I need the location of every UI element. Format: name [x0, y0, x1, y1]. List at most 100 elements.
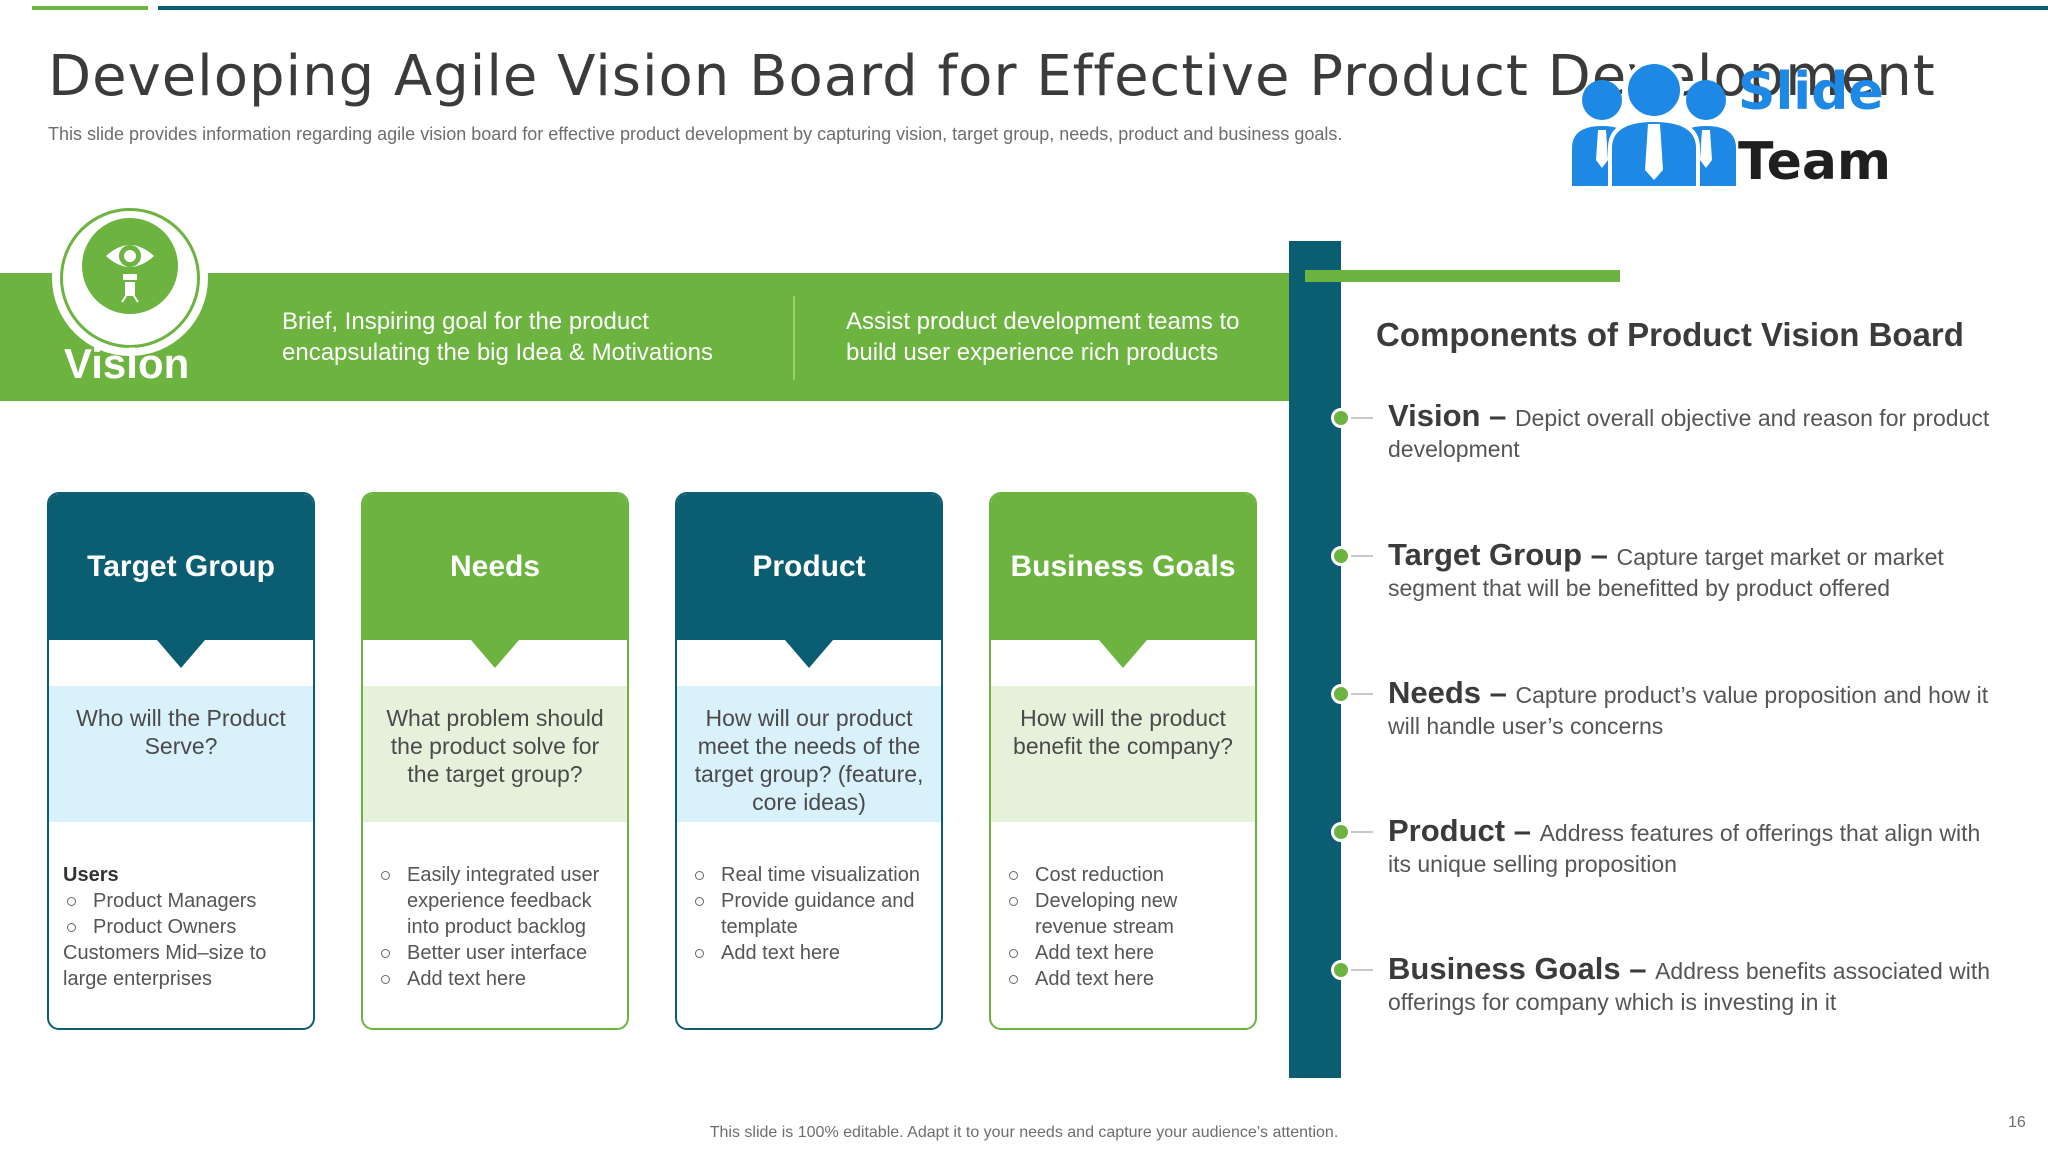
components-title: Components of Product Vision Board — [1376, 316, 1964, 353]
timeline-connector — [1351, 831, 1373, 833]
bullet-circle-icon — [695, 949, 704, 958]
component-separator: – — [1620, 951, 1656, 986]
list-item: Product Managers — [63, 888, 309, 914]
vision-badge-inner — [82, 218, 178, 314]
card-notch — [157, 640, 205, 668]
list-item: Provide guidance and template — [691, 888, 937, 940]
component-name: Target Group — [1388, 537, 1583, 572]
list-item-text: Add text here — [1035, 942, 1154, 964]
component-name: Business Goals — [1388, 951, 1621, 986]
card-needs: Needs What problem should the product so… — [361, 492, 629, 1030]
component-name: Product — [1388, 813, 1506, 848]
list-item-text: Provide guidance and template — [721, 890, 915, 938]
card-body: Easily integrated user experience feedba… — [377, 862, 623, 992]
list-item-text: Add text here — [407, 968, 526, 990]
card-notch — [471, 640, 519, 668]
list-item-text: Real time visualization — [721, 864, 920, 886]
bullet-circle-icon — [381, 975, 390, 984]
timeline-connector — [1351, 693, 1373, 695]
timeline-bar — [1289, 241, 1341, 1078]
bullet-circle-icon — [381, 949, 390, 958]
bullet-circle-icon — [695, 871, 704, 880]
bullet-circle-icon — [1009, 897, 1018, 906]
card-question: Who will the Product Serve? — [49, 686, 313, 822]
card-body: Users Product Managers Product Owners Cu… — [63, 862, 309, 992]
component-description: Depict overall objective and reason for … — [1388, 405, 1990, 462]
top-accent-green — [32, 6, 148, 10]
list-item-text: Product Owners — [93, 916, 237, 938]
top-accent-teal — [158, 6, 2048, 10]
logo-word-team: Team — [1738, 132, 1892, 192]
timeline-connector — [1351, 417, 1373, 419]
list-item: Add text here — [691, 940, 937, 966]
bullet-circle-icon — [1009, 975, 1018, 984]
vision-divider — [793, 296, 795, 380]
card-product: Product How will our product meet the ne… — [675, 492, 943, 1030]
list-item: Better user interface — [377, 940, 623, 966]
list-item: Product Owners — [63, 914, 309, 940]
timeline-dot — [1331, 408, 1351, 428]
vision-label: Vision — [64, 340, 190, 387]
list-item-text: Product Managers — [93, 890, 257, 912]
timeline-connector — [1351, 555, 1373, 557]
eye-icon — [106, 245, 154, 303]
component-product: Product – Address features of offerings … — [1388, 815, 2008, 880]
list-item-text: Better user interface — [407, 942, 588, 964]
list-item: Add text here — [377, 966, 623, 992]
card-title: Business Goals — [991, 494, 1255, 640]
list-item-text: Easily integrated user experience feedba… — [407, 864, 600, 938]
timeline-dot — [1331, 822, 1351, 842]
card-body: Real time visualization Provide guidance… — [691, 862, 937, 966]
card-question: How will the product benefit the company… — [991, 686, 1255, 822]
list-item: Easily integrated user experience feedba… — [377, 862, 623, 940]
card-target-group: Target Group Who will the Product Serve?… — [47, 492, 315, 1030]
page-number: 16 — [2008, 1114, 2026, 1131]
vision-description-1: Brief, Inspiring goal for the product en… — [282, 308, 713, 366]
bullet-circle-icon — [1009, 949, 1018, 958]
slide-subtitle: This slide provides information regardin… — [48, 124, 1343, 144]
card-body: Cost reduction Developing new revenue st… — [1005, 862, 1251, 992]
list-item-text: Add text here — [721, 942, 840, 964]
component-separator: – — [1481, 675, 1516, 710]
component-description: Address benefits associated with offerin… — [1388, 958, 1991, 1015]
component-separator: – — [1480, 398, 1515, 433]
card-title: Product — [677, 494, 941, 640]
bullet-circle-icon — [67, 923, 76, 932]
panel-accent-line — [1305, 270, 1620, 282]
card-notch — [1099, 640, 1147, 668]
component-target-group: Target Group – Capture target market or … — [1388, 539, 2008, 604]
bullet-circle-icon — [67, 897, 76, 906]
bullet-circle-icon — [381, 871, 390, 880]
component-description: Address features of offerings that align… — [1388, 820, 1981, 877]
list-item: Add text here — [1005, 966, 1251, 992]
card-notch — [785, 640, 833, 668]
logo-word-slide: Slide — [1738, 62, 1884, 122]
slideteam-logo: Slide Team — [1568, 56, 1908, 196]
card-body-heading: Users — [63, 864, 119, 886]
list-item: Add text here — [1005, 940, 1251, 966]
list-item: Real time visualization — [691, 862, 937, 888]
list-item-extra: Customers Mid–size to large enterprises — [63, 942, 267, 990]
component-separator: – — [1582, 537, 1617, 572]
list-item-text: Cost reduction — [1035, 864, 1164, 886]
card-title: Target Group — [49, 494, 313, 640]
list-item-text: Add text here — [1035, 968, 1154, 990]
component-description: Capture target market or market segment … — [1388, 544, 1944, 601]
component-needs: Needs – Capture product’s value proposit… — [1388, 677, 2008, 742]
team-people-icon — [1572, 60, 1736, 190]
timeline-dot — [1331, 684, 1351, 704]
bullet-circle-icon — [695, 897, 704, 906]
card-question: How will our product meet the needs of t… — [677, 686, 941, 822]
bullet-circle-icon — [1009, 871, 1018, 880]
timeline-dot — [1331, 960, 1351, 980]
timeline-dot — [1331, 546, 1351, 566]
component-name: Needs — [1388, 675, 1482, 710]
card-business-goals: Business Goals How will the product bene… — [989, 492, 1257, 1030]
card-title: Needs — [363, 494, 627, 640]
list-item: Developing new revenue stream — [1005, 888, 1251, 940]
component-vision: Vision – Depict overall objective and re… — [1388, 400, 2008, 465]
footer-note: This slide is 100% editable. Adapt it to… — [709, 1124, 1339, 1141]
vision-description-2: Assist product development teams to buil… — [846, 308, 1240, 366]
timeline-connector — [1351, 969, 1373, 971]
list-item-text: Developing new revenue stream — [1035, 890, 1178, 938]
